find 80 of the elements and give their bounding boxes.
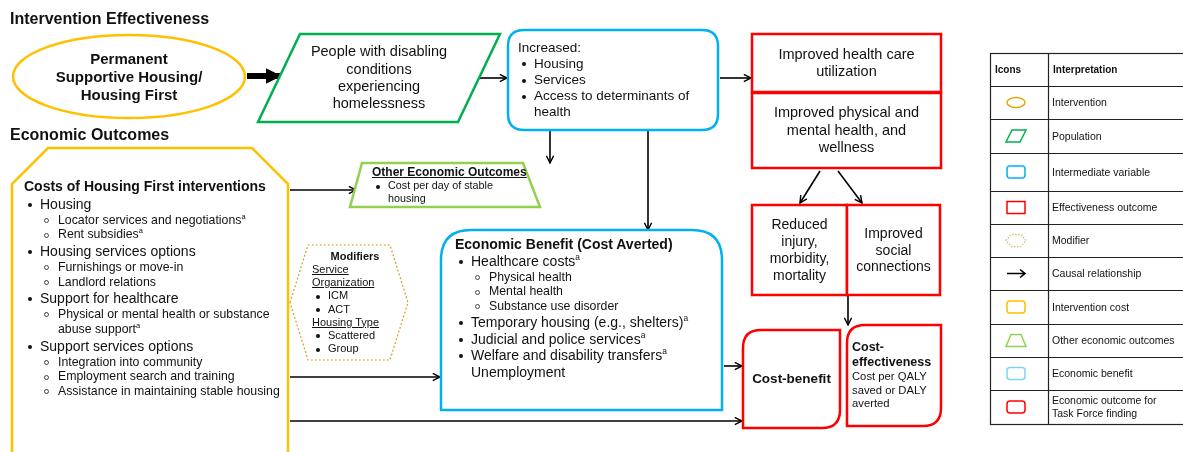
node-text: Cost per QALY saved or DALY averted <box>852 370 928 411</box>
list-item: Support for healthcare <box>24 290 282 308</box>
list-item: Housing <box>518 55 708 72</box>
list-item: Mental health <box>455 284 718 300</box>
outcome-box <box>752 93 941 168</box>
arrow <box>843 294 853 326</box>
benefit-box <box>441 230 722 410</box>
list-item: Housing services options <box>24 243 282 260</box>
list-item: Housing <box>24 195 282 213</box>
arrow <box>719 73 752 83</box>
list-item: Unemployment <box>470 364 567 382</box>
list-item: Scattered <box>312 328 398 343</box>
table-header: Interpretation <box>1053 64 1118 75</box>
list-item: Physical health <box>455 269 718 285</box>
node-heading: Permanent Supportive Housing/ Housing First <box>54 49 204 104</box>
list-item: Access to determinants of health <box>518 88 708 121</box>
arrow <box>289 372 441 382</box>
outcome-box <box>847 205 940 295</box>
list-item: Temporary housing (e.g., shelters)$^{a}$ <box>455 313 718 331</box>
legend-text: Economic outcome for Task Force finding <box>1052 393 1158 421</box>
section-heading: Economic Outcomes <box>10 126 170 144</box>
list-item: Employment search and training <box>24 369 282 385</box>
list-item: Substance use disorder <box>455 299 718 314</box>
list-item: Judicial and police services$^{a}$ <box>455 330 718 348</box>
legend-text: Effectiveness outcome <box>1052 200 1159 216</box>
arrow <box>289 416 743 426</box>
legend-text: Other economic outcomes <box>1052 333 1176 349</box>
list-item: Integration into community <box>24 354 282 370</box>
node-heading: Cost-benefit <box>751 370 832 388</box>
section-heading: Intervention Effectiveness <box>10 10 210 28</box>
intermediate-box <box>508 30 718 130</box>
list-item: ACT <box>312 302 398 316</box>
list-item: Physical or mental health or substance abuse support$^{a}$ <box>24 307 282 337</box>
arrow <box>837 170 863 204</box>
node-text: Increased: <box>518 39 583 56</box>
list-item: Cost per day of stable housing <box>372 179 530 206</box>
list-item: Welfare and disability transfers$^{a}$ <box>455 347 718 365</box>
legend-text: Economic benefit <box>1052 366 1134 382</box>
node-text: Improved physical and mental health, and wellness <box>772 104 921 157</box>
list-item: Group <box>312 342 398 356</box>
outcome-box <box>752 205 847 295</box>
intervention-ellipse <box>13 35 245 118</box>
list-item: Locator services and negotiations$^{a}$ <box>24 212 282 228</box>
node-heading: Economic Benefit (Cost Averted) <box>455 236 674 253</box>
legend-text: Population <box>1052 128 1103 144</box>
economic-outcome-box <box>743 330 840 428</box>
legend-text: Modifier <box>1052 233 1091 249</box>
cost-octagon <box>12 148 288 452</box>
legend-text: Intervention <box>1052 95 1108 111</box>
legend-text: Causal relationship <box>1052 266 1143 282</box>
arrow <box>799 170 821 204</box>
list-item: Services <box>518 71 708 89</box>
legend-text: Intermediate variable <box>1052 164 1152 180</box>
economic-trapezoid <box>350 163 540 207</box>
subheading: Service Organization <box>312 262 376 290</box>
list-item: ICM <box>312 289 398 303</box>
outcome-box <box>752 34 941 92</box>
node-text: Reduced injury, morbidity, mortality <box>768 216 831 284</box>
node-text: People with disabling conditions experiencing homelessness <box>309 43 449 113</box>
table-header: Icons <box>995 64 1022 75</box>
node-text: Improved social connections <box>855 224 932 276</box>
modifier-hexagon <box>290 245 408 360</box>
list-item: Support services options <box>24 337 282 355</box>
node-heading: Other Economic Outcomes <box>372 164 528 180</box>
list-item: Healthcare costs$^{a}$ <box>455 252 718 270</box>
arrow <box>723 361 743 371</box>
list-item: Assistance in maintaining stable housing <box>24 384 282 399</box>
arrow <box>479 73 508 83</box>
list-item: Furnishings or move-in <box>24 259 282 275</box>
legend-text: Intervention cost <box>1052 299 1131 315</box>
economic-outcome-box <box>847 325 941 426</box>
population-parallelogram <box>258 34 500 122</box>
list-item: Rent subsidies$^{a}$ <box>24 227 282 243</box>
node-heading: Cost-effectiveness <box>852 340 933 371</box>
arrow <box>247 68 282 84</box>
node-heading: Modifiers <box>329 249 381 263</box>
node-text: Improved health care utilization <box>777 45 916 81</box>
node-heading: Costs of Housing First interventions <box>24 178 267 195</box>
subheading: Housing Type <box>312 315 381 329</box>
list-item: Landlord relations <box>24 274 282 290</box>
